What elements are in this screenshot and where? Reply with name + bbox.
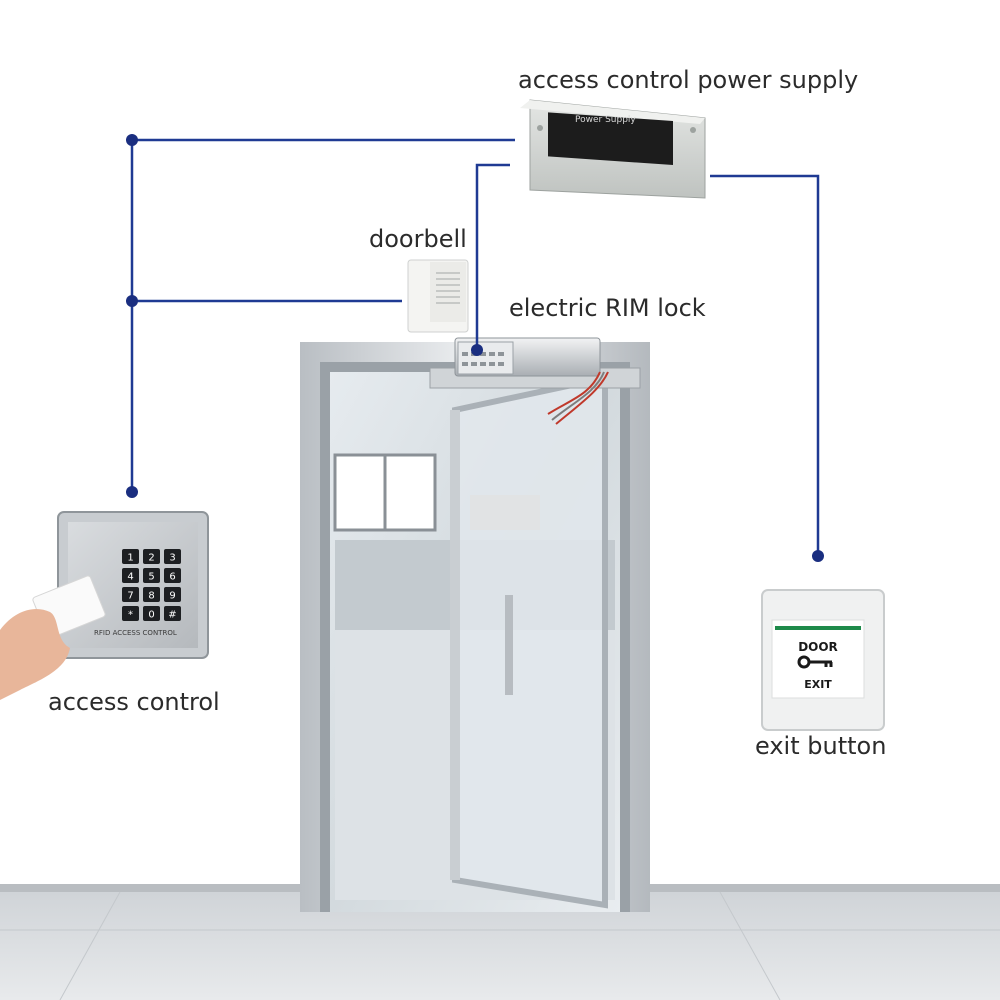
glass-door-leaf — [450, 374, 608, 909]
keypad-key-label: 8 — [148, 591, 154, 602]
keypad-key-bg — [122, 549, 139, 564]
wire-psu-to-lock — [475, 163, 510, 350]
keypad-key-label: 9 — [169, 591, 175, 602]
power-supply-panel-title: Power Supply — [575, 115, 636, 125]
keypad-key-label: 4 — [127, 572, 133, 583]
keypad-device: 1 2 3 4 5 6 7 8 9 * 0 # RFID ACCESS CONTROL — [57, 511, 209, 659]
keypad-key-label: 6 — [169, 572, 175, 583]
wire-junctions — [126, 134, 824, 562]
keypad-key-bg — [122, 587, 139, 602]
keypad-key-label: 3 — [169, 553, 175, 564]
keypad-key-bg — [164, 606, 181, 621]
doorbell-device — [407, 259, 469, 333]
door-handle — [505, 595, 513, 695]
label-access-control: access control — [48, 688, 220, 716]
keypad-key-label: * — [128, 610, 133, 621]
wire-psu-to-exit — [710, 174, 820, 556]
hand-with-card — [0, 575, 106, 700]
rim-lock — [429, 337, 641, 425]
exit-button-plate: DOOR EXIT — [761, 589, 885, 731]
junction-dot-lock — [471, 344, 483, 356]
keypad-key-label: 5 — [148, 572, 154, 583]
junction-dot-top — [126, 134, 138, 146]
keypad-key-label: # — [168, 610, 176, 621]
keypad-key-label: 0 — [148, 610, 154, 621]
label-exit-button: exit button — [755, 732, 887, 760]
keypad-key-label: 1 — [127, 553, 133, 564]
keypad-key-bg — [164, 568, 181, 583]
keypad-key-label: 7 — [127, 591, 133, 602]
keypad-key-bg — [143, 606, 160, 621]
power-supply-box: Power Supply — [520, 99, 706, 199]
label-power-supply: access control power supply — [518, 66, 859, 94]
label-doorbell: doorbell — [369, 225, 467, 253]
junction-dot-exit — [812, 550, 824, 562]
keypad-key-bg — [143, 587, 160, 602]
keypad-keys: 1 2 3 4 5 6 7 8 9 * 0 # — [122, 549, 181, 621]
keypad-key-bg — [122, 568, 139, 583]
junction-dot-keypad — [126, 486, 138, 498]
exit-plate-exit-text: EXIT — [804, 678, 832, 691]
junction-dot-doorbell — [126, 295, 138, 307]
keypad-key-bg — [122, 606, 139, 621]
keypad-brand-text: RFID ACCESS CONTROL — [94, 629, 177, 637]
label-rim-lock: electric RIM lock — [509, 294, 706, 322]
keypad-key-bg — [143, 568, 160, 583]
keypad-key-bg — [164, 587, 181, 602]
keypad-key-bg — [164, 549, 181, 564]
exit-plate-door-text: DOOR — [798, 640, 838, 654]
keypad-key-label: 2 — [148, 553, 154, 564]
key-icon — [797, 655, 833, 669]
keypad-key-bg — [143, 549, 160, 564]
